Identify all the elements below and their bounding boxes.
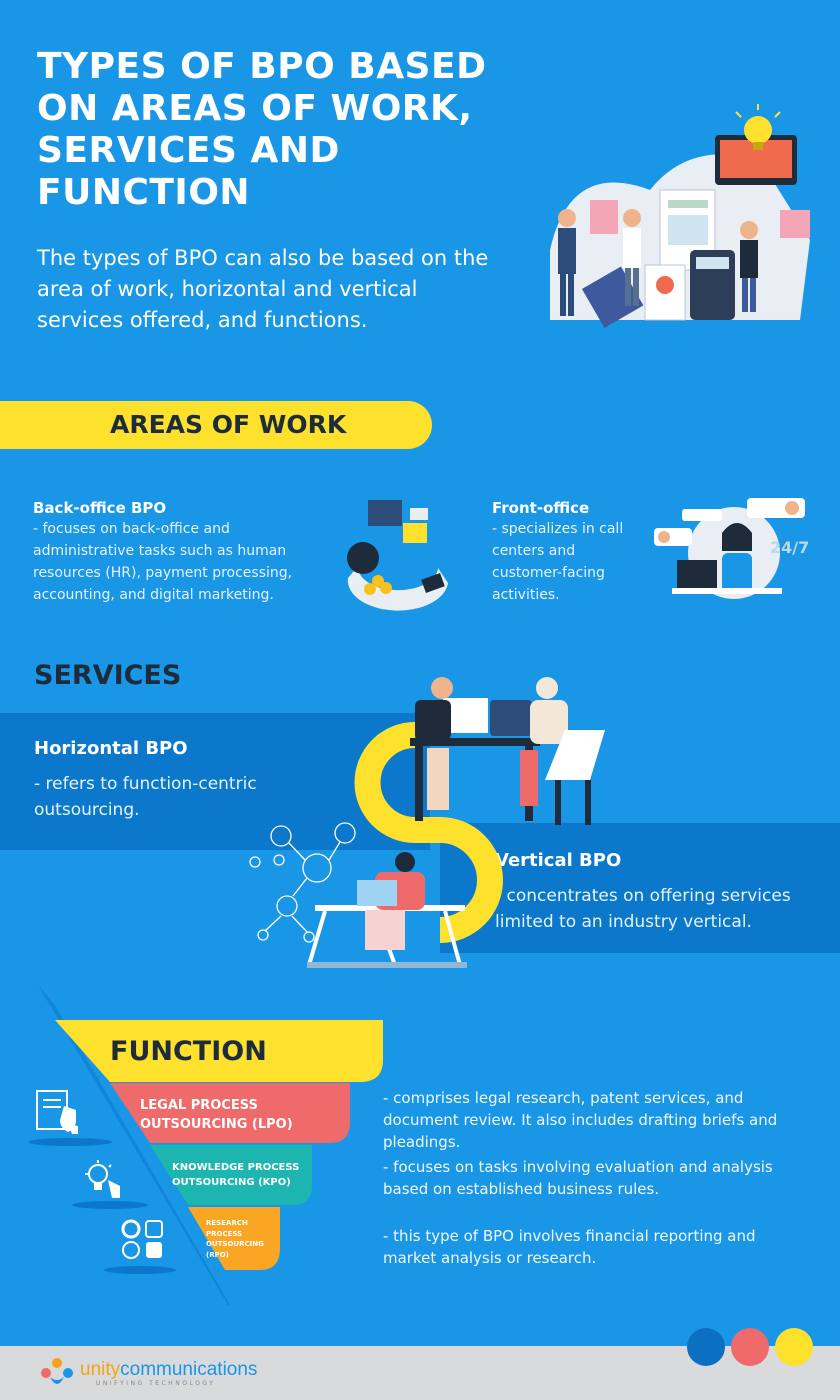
rpo-label-line3: OUTSOURCING xyxy=(206,1240,264,1248)
brand-tagline: UNIFYING TECHNOLOGY xyxy=(96,1380,216,1387)
kpo-label: KNOWLEDGE PROCESS OUTSOURCING (KPO) xyxy=(172,1160,299,1190)
brand-name-unity: unity xyxy=(80,1359,121,1380)
lpo-label-line2: OUTSOURCING (LPO) xyxy=(140,1117,293,1132)
lpo-label-line1: LEGAL PROCESS xyxy=(140,1098,258,1113)
kpo-description: - focuses on tasks involving evaluation … xyxy=(383,1158,773,1198)
vertical-bpo-title: Vertical BPO xyxy=(495,850,622,871)
function-funnel xyxy=(28,985,383,1305)
accent-dot-red xyxy=(731,1328,769,1366)
rpo-label-line2: PROCESS xyxy=(206,1229,243,1238)
horizontal-bpo-block: Horizontal BPO - refers to function-cent… xyxy=(34,738,364,823)
kpo-label-line1: KNOWLEDGE PROCESS xyxy=(172,1162,300,1173)
research-tools-icon xyxy=(121,1219,163,1259)
back-office-block: Back-office BPO - focuses on back-office… xyxy=(33,498,303,606)
back-office-illustration xyxy=(347,500,448,611)
areas-heading: AREAS OF WORK xyxy=(110,410,347,439)
front-office-text: - specializes in call centers and custom… xyxy=(492,521,624,603)
horizontal-bpo-title: Horizontal BPO xyxy=(34,738,188,759)
vertical-bpo-text: - concentrates on offering services limi… xyxy=(495,886,791,932)
lpo-description: - comprises legal research, patent servi… xyxy=(383,1089,778,1151)
back-office-title: Back-office BPO xyxy=(33,499,167,517)
rpo-label: RESEARCH PROCESS OUTSOURCING (RPO) xyxy=(206,1218,264,1260)
customer-support-illustration: 24/7 xyxy=(654,498,809,599)
unity-logo-icon xyxy=(41,1358,73,1384)
accent-dot-yellow xyxy=(775,1328,813,1366)
vertical-strip xyxy=(440,823,840,953)
horizontal-bpo-text: - refers to function-centric outsourcing… xyxy=(34,774,257,820)
brand-name-communications: communications xyxy=(120,1359,258,1380)
247-badge-text: 24/7 xyxy=(770,538,809,557)
accent-dot-blue xyxy=(687,1328,725,1366)
page-title: TYPES OF BPO BASED ON AREAS OF WORK, SER… xyxy=(37,46,487,213)
function-heading: FUNCTION xyxy=(110,1036,267,1067)
lpo-label: LEGAL PROCESS OUTSOURCING (LPO) xyxy=(140,1096,293,1134)
front-office-block: Front-office - specializes in call cente… xyxy=(492,498,642,606)
back-office-text: - focuses on back-office and administrat… xyxy=(33,521,293,603)
kpo-label-line2: OUTSOURCING (KPO) xyxy=(172,1177,291,1188)
business-team-illustration xyxy=(550,104,810,328)
brand-name: unitycommunications xyxy=(80,1359,257,1381)
services-heading: SERVICES xyxy=(34,660,182,691)
services-illustration xyxy=(249,677,605,968)
rpo-label-line4: (RPO) xyxy=(206,1250,229,1259)
rpo-description: - this type of BPO involves financial re… xyxy=(383,1227,756,1267)
intro-text: The types of BPO can also be based on th… xyxy=(37,246,489,332)
idea-bulb-icon xyxy=(85,1160,120,1198)
rpo-label-line1: RESEARCH xyxy=(206,1219,248,1227)
legal-document-icon xyxy=(36,1090,78,1134)
areas-banner xyxy=(0,401,432,449)
vertical-bpo-block: Vertical BPO - concentrates on offering … xyxy=(495,850,805,935)
front-office-title: Front-office xyxy=(492,499,590,517)
